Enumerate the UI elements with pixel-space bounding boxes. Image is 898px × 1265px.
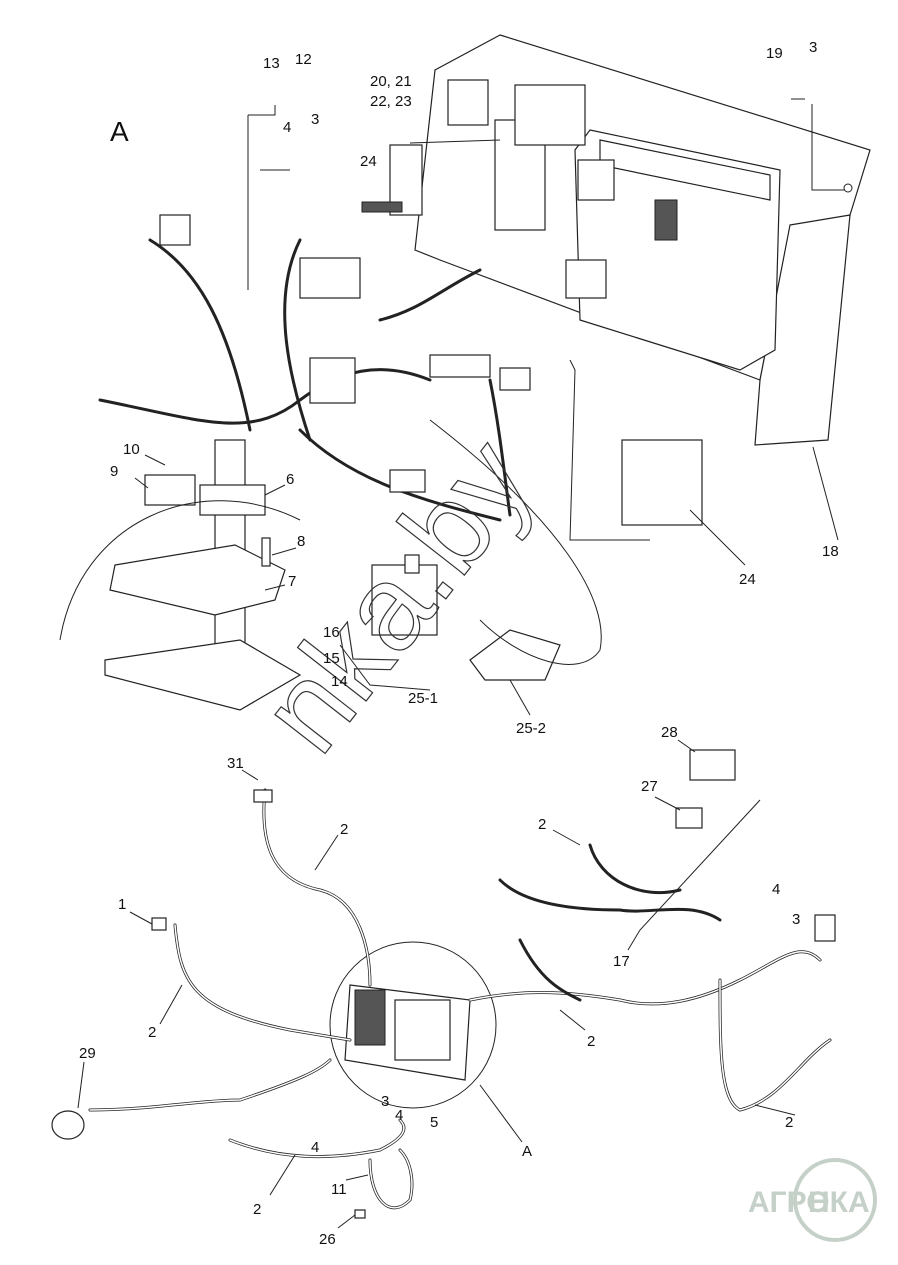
logo-left-text: АГРО (748, 1186, 830, 1219)
callout: 2 (340, 821, 348, 838)
callout: 10 (123, 441, 140, 458)
callout: 2 (538, 816, 546, 833)
steering-column (104, 439, 302, 711)
callout: 3 (809, 39, 817, 56)
callout: 4 (311, 1139, 319, 1156)
callout: A (522, 1143, 532, 1160)
callout: 2 (587, 1033, 595, 1050)
callout: 13 (263, 55, 280, 72)
callout: 25-2 (516, 720, 546, 737)
callout: 6 (286, 471, 294, 488)
callout: 16 (323, 624, 340, 641)
callout: 2 (253, 1201, 261, 1218)
callout: 4 (283, 119, 291, 136)
callout: 8 (297, 533, 305, 550)
callout: 3 (311, 111, 319, 128)
callout: 31 (227, 755, 244, 772)
brand-logo: АГРО НКА (748, 1158, 877, 1242)
callout: 3 (381, 1093, 389, 1110)
callout: 4 (395, 1107, 403, 1124)
relay-modules (371, 439, 736, 829)
callout: 24 (360, 153, 377, 170)
callout: 7 (288, 573, 296, 590)
callout: 12 (295, 51, 312, 68)
callout: 2 (785, 1114, 793, 1131)
callout-labels: A 13 12 4 3 20, 21 22, 23 24 19 3 10 9 6… (79, 39, 839, 1248)
callout: 15 (323, 650, 340, 667)
callout: 18 (822, 543, 839, 560)
view-label: A (110, 116, 129, 147)
callout: 17 (613, 953, 630, 970)
callout: 9 (110, 463, 118, 480)
callout: 28 (661, 724, 678, 741)
fuse-block (361, 79, 586, 231)
leader-lines (77, 98, 845, 1229)
callout: 2 (148, 1024, 156, 1041)
callout: 5 (430, 1114, 438, 1131)
logo-right-text: НКА (808, 1186, 870, 1219)
callout: 27 (641, 778, 658, 795)
upper-harness (98, 214, 531, 522)
callout: 29 (79, 1045, 96, 1062)
callout: 4 (772, 881, 780, 898)
callout: 11 (331, 1181, 347, 1198)
callout: 20, 21 (370, 73, 412, 90)
callout: 1 (118, 896, 126, 913)
callout: 25-1 (408, 690, 438, 707)
callout: 14 (331, 673, 348, 690)
lower-harness (51, 788, 836, 1219)
watermark: nka.by (235, 415, 558, 776)
callout: 22, 23 (370, 93, 412, 110)
callout: 26 (319, 1231, 336, 1248)
control-unit (565, 129, 781, 371)
callout: 3 (792, 911, 800, 928)
callout: 24 (739, 571, 756, 588)
callout: 19 (766, 45, 783, 62)
